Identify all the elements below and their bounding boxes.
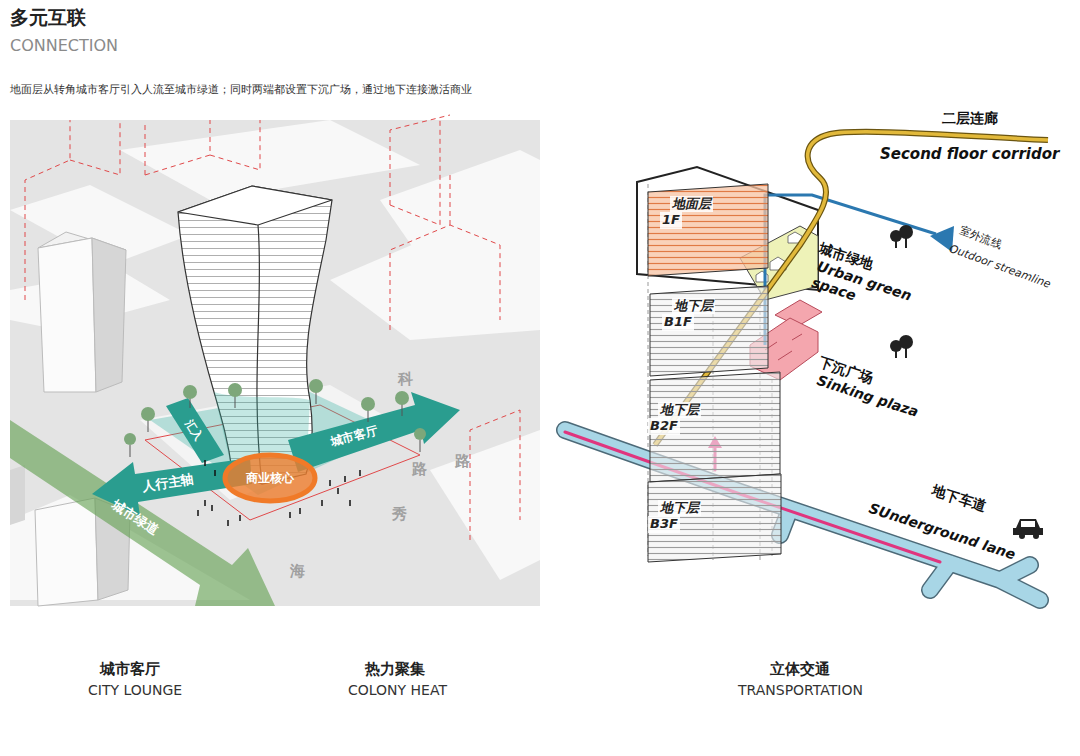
- panel-caption: TRANSPORTATION: [738, 682, 863, 699]
- slab-shape: [648, 474, 781, 562]
- ellipse-shape: [225, 455, 315, 501]
- core-ellipse: 商业核心: [222, 452, 318, 504]
- callout-label: Second floor corridor: [880, 145, 1059, 163]
- callout-label: Outdoor streamline: [947, 242, 1052, 291]
- caption: 地面层从转角城市客厅引入人流至城市绿道；同时两端都设置下沉广场，通过地下连接激活…: [10, 83, 472, 96]
- node-body: 地下层B2F: [650, 372, 780, 482]
- callout-label: 二层连廊: [942, 110, 998, 127]
- node-subheading: B1F: [662, 314, 694, 330]
- node-subheading: B2F: [648, 418, 680, 434]
- panel-caption: CITY LOUNGE: [88, 682, 182, 699]
- title: 多元互联: [10, 6, 86, 29]
- node-subheading: B3F: [648, 516, 680, 532]
- panel-caption: COLONY HEAT: [348, 682, 447, 699]
- node-body: 地面层1F: [648, 184, 768, 276]
- street-name: 路: [455, 452, 470, 470]
- node-body: 地下层B3F: [648, 474, 781, 562]
- node-heading: 地下层: [658, 500, 701, 516]
- node-heading: 商业核心: [246, 471, 294, 486]
- floor-slab: 地下层B1F: [650, 286, 768, 376]
- callout-label: 地下车道: [930, 482, 988, 515]
- street-name: 秀: [392, 505, 407, 523]
- node-body: 地下层B1F: [650, 286, 768, 376]
- panel-caption: 热力聚集: [365, 660, 425, 678]
- street-name: 海: [290, 562, 305, 580]
- floor-slab: 地面层1F: [648, 184, 768, 276]
- node-heading: 地下层: [658, 402, 701, 418]
- node-body: 商业核心: [222, 452, 318, 504]
- floor-slab: 地下层B2F: [650, 372, 780, 482]
- node-subheading: 1F: [660, 212, 682, 228]
- floor-slab: 地下层B3F: [648, 474, 781, 562]
- node-heading: 地面层: [670, 196, 713, 212]
- street-name: 科: [398, 370, 413, 388]
- node-heading: 地下层: [672, 298, 715, 314]
- street-name: 路: [412, 460, 427, 478]
- subtitle: CONNECTION: [10, 36, 118, 55]
- slab-shape: [650, 286, 768, 376]
- panel-caption: 城市客厅: [100, 660, 160, 678]
- panel-caption: 立体交通: [770, 660, 830, 678]
- slab-shape: [648, 184, 768, 276]
